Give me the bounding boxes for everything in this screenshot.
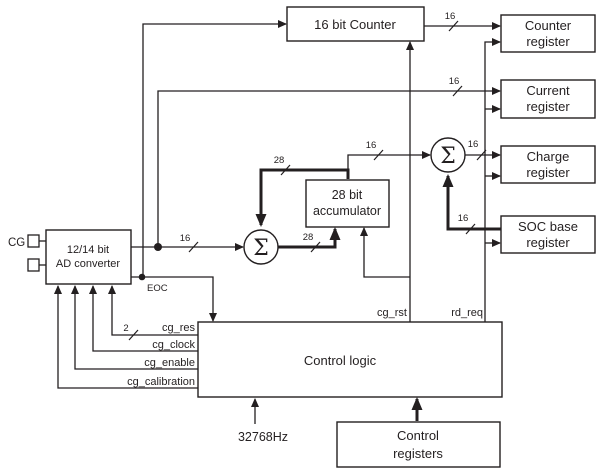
- slash-counter-out: [448, 20, 459, 32]
- block-ad-converter: 12/14 bit AD converter CG: [8, 229, 132, 285]
- counter-label: 16 bit Counter: [314, 17, 396, 32]
- wire-adc-to-current-register: [157, 87, 501, 247]
- soc-base-register-line2: register: [526, 235, 570, 250]
- wire-rd-req: [484, 38, 501, 322]
- wire-cg-res: [108, 285, 198, 336]
- bus-label-adc-out: 16: [180, 233, 191, 244]
- accumulator-line1: 28 bit: [332, 188, 363, 202]
- junction-eoc: [138, 273, 146, 281]
- charge-register-box: [500, 145, 596, 184]
- block-counter-register: Counter register: [500, 14, 596, 53]
- bus-label-acc-out: 16: [366, 140, 377, 151]
- slash-current: [452, 85, 463, 97]
- adder2-sigma-symbol: Σ: [440, 144, 456, 169]
- control-logic-label: Control logic: [304, 353, 377, 368]
- adder2-circle: [430, 137, 466, 173]
- control-logic-box: [197, 321, 503, 398]
- wire-cg-clock: [89, 285, 198, 352]
- bus-label-feedback: 28: [274, 155, 285, 166]
- wires: [39, 20, 501, 424]
- wire-eoc-to-control-logic: [131, 276, 217, 322]
- counter-register-line1: Counter: [525, 18, 572, 33]
- control-registers-box: [336, 421, 501, 468]
- cg-enable-label: cg_enable: [144, 357, 195, 369]
- slash-charge: [476, 149, 487, 161]
- wire-cg-calibration: [54, 285, 198, 389]
- slash-cg-res: [128, 329, 139, 341]
- block-charge-register: Charge register: [500, 145, 596, 184]
- wire-soc-to-adder2: [442, 174, 501, 231]
- bus-label-counter-out: 16: [445, 11, 456, 22]
- ad-converter-line1: 12/14 bit: [67, 244, 109, 256]
- adder1-node: Σ: [243, 229, 279, 265]
- wire-accumulator-to-adder2: [347, 151, 431, 170]
- slash-feedback: [280, 164, 291, 176]
- ad-converter-box: [45, 229, 132, 285]
- counter-register-line2: register: [526, 34, 570, 49]
- adder2-node: Σ: [430, 137, 466, 173]
- current-register-line2: register: [526, 99, 570, 114]
- bus-labels: 16 16 16 28 28 16 16 16 2: [123, 11, 478, 334]
- slash-soc: [465, 223, 476, 235]
- cg-pad-top: [27, 234, 40, 248]
- cg-calibration-label: cg_calibration: [127, 376, 195, 388]
- bus-slashes: [128, 20, 487, 341]
- control-registers-line1: Control: [397, 428, 439, 443]
- ad-converter-line2: AD converter: [56, 258, 121, 270]
- cg-label: CG: [8, 237, 25, 249]
- signal-labels: EOC cg_res cg_clock cg_enable cg_calibra…: [127, 283, 483, 444]
- bus-label-charge: 16: [468, 139, 479, 150]
- eoc-label: EOC: [147, 283, 168, 294]
- control-registers-line2: registers: [393, 446, 443, 461]
- charge-register-line1: Charge: [527, 149, 570, 164]
- slash-adc-out: [188, 241, 199, 253]
- rd-req-label: rd_req: [451, 307, 483, 319]
- wire-cg-enable: [71, 285, 198, 370]
- bus-label-soc: 16: [458, 213, 469, 224]
- block-accumulator: 28 bit accumulator: [305, 179, 390, 228]
- wire-eoc-to-counter: [142, 20, 287, 277]
- accumulator-line2: accumulator: [313, 204, 381, 218]
- clock-32768-label: 32768Hz: [238, 430, 288, 444]
- wire-adder1-to-accumulator: [278, 227, 341, 249]
- charge-register-line2: register: [526, 165, 570, 180]
- soc-base-register-line1: SOC base: [518, 219, 578, 234]
- counter-box: [286, 6, 425, 42]
- cg-res-label: cg_res: [162, 322, 196, 334]
- accumulator-box: [305, 179, 390, 228]
- cg-rst-label: cg_rst: [377, 307, 407, 319]
- wire-cg-rst-to-accumulator: [360, 227, 410, 278]
- slash-acc-out: [373, 149, 384, 161]
- wire-accumulator-feedback: [255, 168, 350, 227]
- adder1-sigma-symbol: Σ: [253, 236, 269, 261]
- bus-label-adder-out: 28: [303, 232, 314, 243]
- current-register-line1: Current: [526, 83, 570, 98]
- counter-register-box: [500, 14, 596, 53]
- junction-adc-output: [154, 243, 162, 251]
- block-soc-base-register: SOC base register: [500, 215, 596, 254]
- bus-label-current: 16: [449, 76, 460, 87]
- soc-base-register-box: [500, 215, 596, 254]
- slash-adder-out: [310, 241, 321, 253]
- block-counter: 16 bit Counter: [286, 6, 425, 42]
- bus-label-cg-res: 2: [123, 323, 128, 334]
- bold-wires: [255, 168, 501, 421]
- cg-clock-label: cg_clock: [152, 339, 195, 351]
- adder1-circle: [243, 229, 279, 265]
- cg-pad-bottom: [27, 258, 40, 272]
- block-control-logic: Control logic: [197, 321, 503, 398]
- current-register-box: [500, 79, 596, 119]
- block-control-registers: Control registers: [336, 421, 501, 468]
- block-current-register: Current register: [500, 79, 596, 119]
